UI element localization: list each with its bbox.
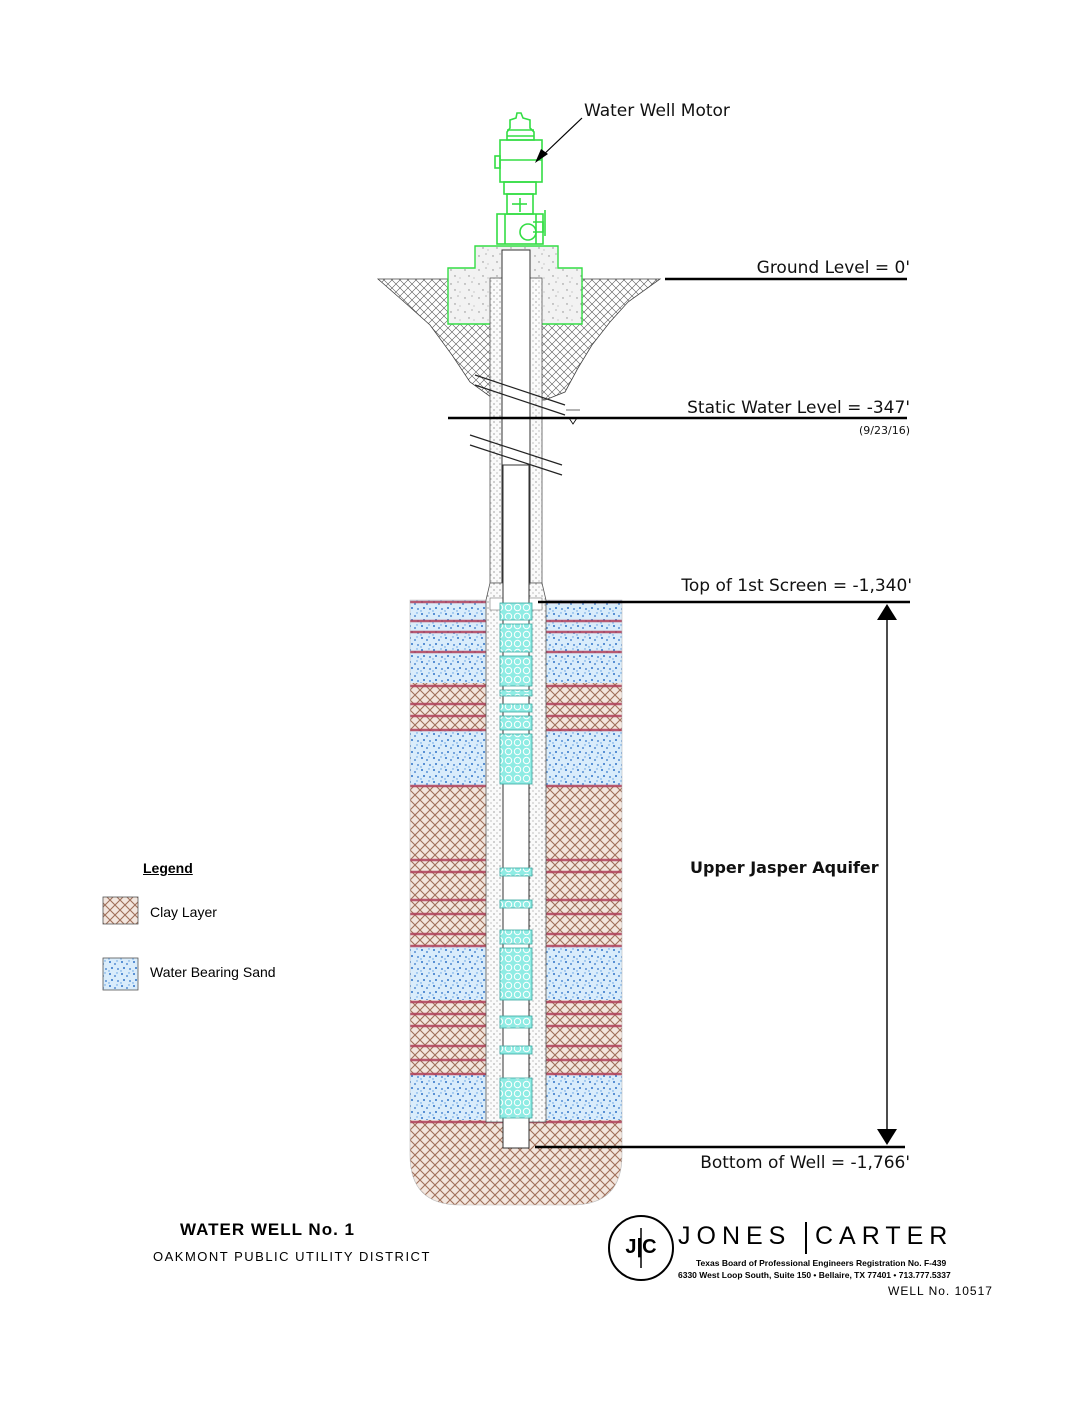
company-name-right: CARTER xyxy=(815,1222,954,1250)
aquifer-label: Upper Jasper Aquifer xyxy=(690,858,879,877)
legend-clay-label: Clay Layer xyxy=(150,904,217,920)
legend-sand-swatch xyxy=(102,957,139,991)
bottom-of-well-label: Bottom of Well = -1,766' xyxy=(700,1153,910,1173)
motor-label: Water Well Motor xyxy=(584,101,730,121)
legend-clay-swatch xyxy=(102,896,139,925)
break-lines xyxy=(469,374,566,476)
registration-text: Texas Board of Professional Engineers Re… xyxy=(696,1258,947,1268)
motor-leader xyxy=(539,117,583,159)
well-screens xyxy=(499,602,533,1119)
address-text: 6330 West Loop South, Suite 150 • Bellai… xyxy=(678,1270,951,1280)
company-name-left: JONES xyxy=(678,1222,792,1250)
ground-level-label: Ground Level = 0' xyxy=(756,258,910,278)
level-lines xyxy=(448,277,910,1149)
drawing-title: WATER WELL No. 1 xyxy=(180,1220,355,1239)
water-well-motor xyxy=(494,112,546,245)
aquifer-dimension-arrow xyxy=(877,604,897,1145)
logo-text: J|C xyxy=(625,1236,657,1258)
well-casing xyxy=(502,464,530,1149)
legend-sand-label: Water Bearing Sand xyxy=(150,964,276,980)
top-screen-label: Top of 1st Screen = -1,340' xyxy=(681,576,912,596)
drawing-subtitle: OAKMONT PUBLIC UTILITY DISTRICT xyxy=(153,1249,431,1264)
static-water-level-label: Static Water Level = -347' xyxy=(687,398,910,418)
well-number: WELL No. 10517 xyxy=(888,1284,993,1298)
legend-title: Legend xyxy=(143,860,193,876)
static-water-level-date: (9/23/16) xyxy=(859,424,910,437)
